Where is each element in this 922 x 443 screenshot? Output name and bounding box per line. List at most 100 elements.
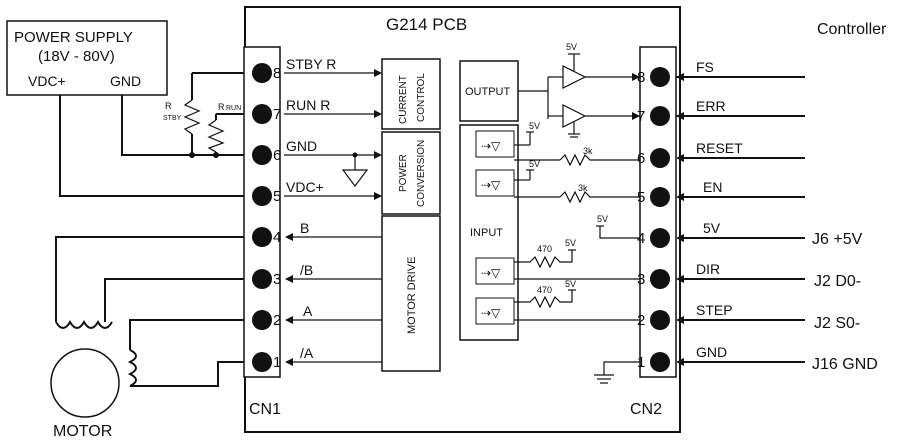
current-control-label-1: CURRENT (398, 75, 409, 124)
cn2-pin-number: 1 (637, 354, 645, 371)
cn1-signal-label: B (300, 220, 309, 236)
current-control-block (381, 58, 441, 130)
cn1-pin-2 (252, 310, 272, 330)
cn1-pin-number: 2 (273, 312, 281, 329)
output-label: OUTPUT (465, 86, 511, 98)
resistor-470-label: 470 (537, 244, 552, 254)
power-supply-box (6, 20, 168, 96)
five-v-label: 5V (529, 121, 540, 131)
cn1-signal-lines (284, 69, 382, 366)
five-v-label: 5V (565, 279, 576, 289)
cn1-label: CN1 (249, 401, 281, 418)
cn2-signal-label: EN (703, 179, 722, 195)
cn2-signal-label: 5V (703, 220, 721, 236)
resistor-470-label: 470 (537, 285, 552, 295)
input-wiring (514, 131, 640, 384)
cn1-pin-1 (252, 352, 272, 372)
current-control-label-2: CONTROL (416, 73, 427, 122)
cn2-pin-4 (650, 228, 670, 248)
svg-text:⇢▽: ⇢▽ (481, 139, 501, 153)
cn1-signal-label: RUN R (286, 97, 330, 113)
power-conversion-label-2: CONVERSION (416, 140, 427, 207)
cn1-pin-3 (252, 269, 272, 289)
cn1-signal-label: STBY R (286, 56, 336, 72)
cn1-pin-7 (252, 104, 272, 124)
cn1-pin-number: 3 (273, 271, 281, 288)
svg-text:⇢▽: ⇢▽ (481, 178, 501, 192)
input-small-labels: 5V 5V 3k 3k 5V 470 5V 470 5V (529, 121, 608, 295)
cn2-signal-label: FS (696, 59, 714, 75)
cn1-pin-number: 7 (273, 106, 281, 123)
cn2-signal-label: GND (696, 344, 727, 360)
cn1-signal-label: /B (300, 262, 313, 278)
five-v-label: 5V (529, 159, 540, 169)
cn2-pin-number: 6 (637, 150, 645, 167)
resistor-run-label: R (218, 102, 225, 112)
resistor-run-label: RUN (226, 105, 241, 112)
cn2-signal-label: ERR (696, 98, 726, 114)
power-wiring (59, 72, 244, 197)
controller-pin-label: J2 D0- (814, 273, 861, 290)
cn1-pin-numbers: 8 7 6 5 4 3 2 1 (273, 65, 281, 371)
cn2-signal-label: STEP (696, 302, 733, 318)
controller-pin-labels: J6 +5V J2 D0- J2 S0- J16 GND (812, 231, 878, 373)
output-buffers (518, 53, 640, 138)
cn1-pins (252, 63, 272, 372)
power-conversion-block (381, 131, 441, 215)
controller-pin-label: J16 GND (812, 356, 878, 373)
cn2-pin-5 (650, 187, 670, 207)
cn1-signal-label: A (303, 303, 313, 319)
cn1-pin-8 (252, 63, 272, 83)
power-supply-range: (18V - 80V) (38, 48, 115, 65)
power-conversion-label-1: POWER (398, 154, 409, 192)
board-title: G214 PCB (386, 15, 467, 34)
cn2-pin-8 (650, 67, 670, 87)
cn1-pin-number: 6 (273, 147, 281, 164)
motor-symbol (50, 348, 120, 418)
five-v-label: 5V (597, 214, 608, 224)
resistor-stby-label: R (165, 101, 172, 111)
motor-label: MOTOR (53, 423, 112, 440)
cn1-signal-labels: STBY R RUN R GND VDC+ B /B A /A (286, 56, 336, 361)
five-v-label: 5V (565, 238, 576, 248)
resistor-stby-label: STBY (163, 115, 182, 122)
cn2-pin-number: 5 (637, 189, 645, 206)
resistor-labels: R STBY R RUN (163, 101, 241, 122)
cn2-pin-number: 4 (637, 230, 645, 247)
cn2-pin-number: 2 (637, 312, 645, 329)
controller-pin-label: J6 +5V (812, 231, 863, 248)
five-v-label: 5V (566, 42, 577, 52)
optocouplers: ⇢▽ ⇢▽ ⇢▽ ⇢▽ (475, 130, 515, 325)
cn1-pin-number: 5 (273, 188, 281, 205)
cn2-pin-number: 7 (637, 108, 645, 125)
power-supply-gnd-label: GND (110, 73, 141, 89)
resistor-3k-label: 3k (583, 146, 593, 156)
cn2-pin-number: 3 (637, 271, 645, 288)
cn1-signal-label: /A (300, 345, 314, 361)
cn2-pin-number: 8 (637, 69, 645, 86)
cn1-pin-number: 1 (273, 354, 281, 371)
cn1-pin-4 (252, 227, 272, 247)
cn2-pin-6 (650, 148, 670, 168)
cn1-signal-label: VDC+ (286, 179, 324, 195)
cn2-signal-label: DIR (696, 261, 720, 277)
cn1-pin-number: 4 (273, 229, 281, 246)
cn2-signal-labels: FS ERR RESET EN 5V DIR STEP GND (696, 59, 743, 360)
power-supply-title: POWER SUPPLY (14, 29, 133, 46)
cn2-label: CN2 (630, 401, 662, 418)
cn2-signal-label: RESET (696, 140, 743, 156)
input-block (459, 124, 519, 341)
cn2-pin-7 (650, 106, 670, 126)
controller-label: Controller (817, 21, 887, 38)
cn2-pin-3 (650, 269, 670, 289)
svg-text:⇢▽: ⇢▽ (481, 306, 501, 320)
input-label: INPUT (470, 227, 503, 239)
cn2-pin-1 (650, 352, 670, 372)
cn2-pin-2 (650, 310, 670, 330)
cn1-pin-number: 8 (273, 65, 281, 82)
cn2-pins (650, 67, 670, 372)
motor-drive-block (381, 215, 441, 372)
power-supply-vdc-label: VDC+ (28, 73, 66, 89)
resistor-3k-label: 3k (578, 183, 588, 193)
